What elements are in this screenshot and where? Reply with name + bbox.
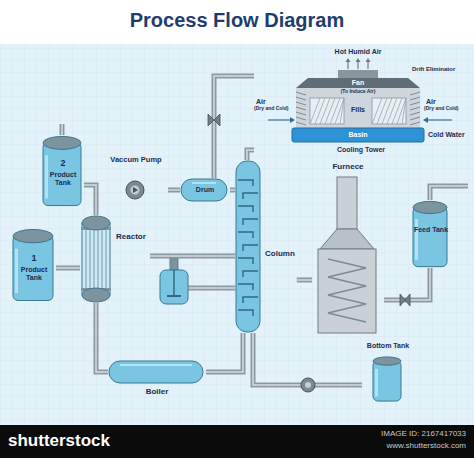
pipe-outer (150, 254, 235, 259)
pipe-outer (247, 150, 254, 160)
pipe (168, 190, 180, 191)
pipe (96, 303, 108, 372)
grid (0, 44, 474, 425)
equipment-label: Cooling Tower (254, 146, 468, 154)
pump-shape (125, 180, 145, 200)
pipe-inner (247, 150, 254, 160)
part-label: Drift Eliminator (412, 66, 455, 73)
equipment-label: 2 (42, 159, 84, 169)
pipe-inner (84, 185, 96, 215)
pipe-inner (150, 255, 235, 257)
vacuum-pump: Vaccum Pump (104, 148, 168, 200)
product-tank: 2Product Tank (42, 135, 84, 207)
product-tank: 1Product Tank (12, 228, 56, 302)
pipe (247, 150, 254, 160)
equipment-label: Furnece (312, 163, 384, 172)
vtank-shape (12, 228, 54, 302)
column-shape (235, 160, 261, 333)
equipment-label: 1 (12, 254, 56, 264)
pipe (230, 190, 235, 191)
part-label: Cold Water (428, 131, 465, 139)
pipe (297, 280, 312, 281)
pipe (253, 333, 362, 385)
part-label: Basin (348, 131, 367, 139)
reactor: Reactor (80, 215, 150, 303)
part-label: Air (256, 98, 266, 106)
part-label: (Dry and Cold) (254, 106, 288, 112)
equipment-label: Drum (180, 186, 230, 194)
boiler: Boiler (108, 360, 206, 402)
equipment-label: Boiler (108, 388, 206, 397)
pipe-outer (96, 303, 108, 372)
pipe (56, 268, 80, 269)
part-label: (Dry and Cold) (424, 106, 458, 112)
pipe-inner (230, 189, 235, 191)
equipment-label: Product Tank (42, 171, 84, 186)
pipe-outer (84, 185, 96, 215)
bottom-tank: Bottom Tank (362, 342, 414, 404)
pipe (206, 333, 243, 372)
equipment-label: Vaccum Pump (104, 156, 168, 164)
pipe-inner (297, 279, 312, 281)
equipment-label: Bottom Tank (362, 342, 414, 350)
pipe-inner (384, 268, 430, 300)
reactor-shape (80, 215, 112, 303)
pipe-inner (96, 303, 108, 372)
furnace: Furnece (312, 163, 384, 333)
feed-tank: Feed Tank (412, 200, 450, 268)
pipe-outer (168, 188, 180, 193)
column: Column (235, 160, 297, 333)
pipe-inner (206, 333, 243, 372)
pipe-inner (253, 333, 362, 385)
diagram-title: Process Flow Diagram (0, 9, 474, 31)
watermark-url: www.shutterstock.com (386, 442, 466, 451)
part-label: Air (426, 98, 436, 106)
part-label: Fan (352, 79, 364, 87)
pump-symbol (301, 378, 315, 392)
pipe-outer (253, 333, 362, 385)
pipe (84, 185, 96, 215)
pipe-outer (384, 268, 430, 300)
pipe (384, 268, 430, 300)
pipe-outer (56, 266, 80, 271)
vtank-shape (412, 200, 448, 268)
footer-bar: shutterstock IMAGE ID: 2167417033 www.shut… (0, 425, 474, 458)
drum: Drum (180, 178, 230, 202)
watermark: shutterstock (8, 432, 110, 451)
cooling-tower: Cooling Tower Hot Humid AirDrift Eliminat… (254, 48, 468, 160)
vtank-shape (372, 356, 402, 402)
furnace-shape (312, 177, 382, 333)
pipe-inner (56, 267, 80, 269)
equipment-label: Reactor (116, 233, 146, 242)
pipe-outer (230, 188, 235, 193)
pipe-outer (297, 278, 312, 283)
equipment-label: Column (265, 250, 295, 259)
equipment-label: Product Tank (12, 266, 56, 281)
mixing-vessel (160, 258, 188, 304)
pipe-inner (168, 189, 180, 191)
pipe-outer (206, 333, 243, 372)
title-band: Process Flow Diagram (0, 0, 474, 44)
hdrum-shape (108, 360, 204, 384)
part-label: Fills (351, 106, 365, 114)
part-label: (To Induce Air) (341, 89, 376, 95)
decor-pipes (62, 124, 468, 288)
valve (208, 114, 220, 126)
equipment-label: Feed Tank (412, 226, 450, 234)
pipe (150, 256, 235, 257)
part-label: Hot Humid Air (335, 48, 382, 56)
valve (400, 294, 410, 306)
image-id: IMAGE ID: 2167417033 (381, 430, 466, 439)
